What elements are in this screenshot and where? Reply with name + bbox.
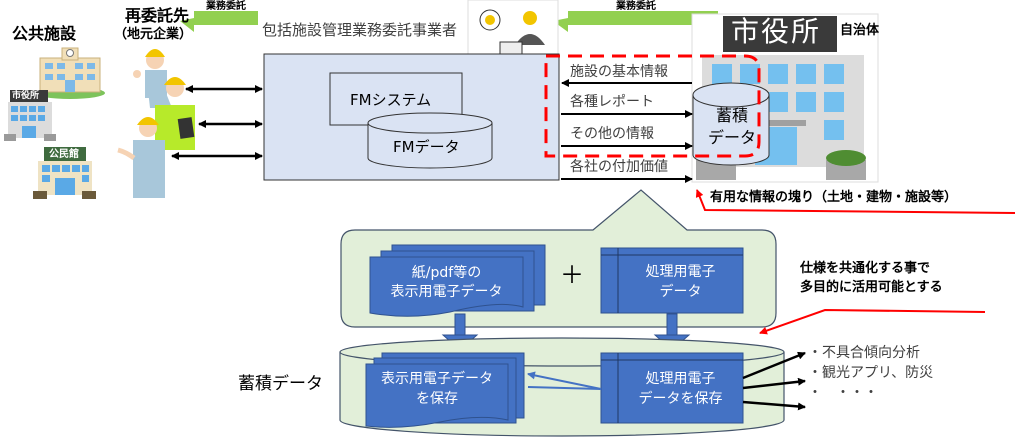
use-item: ・不具合傾向分析 (808, 345, 920, 361)
saved-proc-line2: データを保存 (638, 391, 723, 407)
fm-data-label: FMデータ (393, 138, 460, 156)
shared-info-region (544, 54, 761, 158)
outsource-label-left: 業務委託 (206, 1, 246, 12)
flow-label-added-value: 各社の付加価値 (570, 159, 668, 175)
worker-pointing-icon (117, 117, 165, 198)
saved-display-line1: 表示用電子データ (381, 371, 493, 387)
saved-display-line2: を保存 (416, 391, 458, 407)
subcontractor-subtitle: （地元企業） (114, 27, 193, 42)
outsource-label-right: 業務委託 (616, 1, 656, 12)
storage-title: 蓄積データ (238, 374, 323, 394)
outsource-arrow-right (553, 11, 718, 32)
school-building-icon (35, 47, 105, 99)
call-center-operator-icon (467, 0, 559, 56)
common-spec-line2: 多目的に活用可能とする (800, 280, 943, 295)
municipality-label: 自治体 (840, 23, 880, 38)
useful-info-callout: 有用な情報の塊り（土地・建物・施設等） (710, 190, 958, 205)
common-spec-pointer (759, 308, 986, 335)
worker-thumbs-up-icon (133, 49, 172, 108)
community-center-building-icon (33, 147, 96, 199)
link-arrow (527, 371, 602, 390)
link-line (527, 386, 602, 390)
processing-data-box (600, 247, 744, 314)
community-center-sign: 公民館 (49, 149, 79, 160)
saved-proc-line1: 処理用電子 (645, 371, 716, 387)
municipality-sign-text: 市役所 (731, 15, 822, 48)
fm-data-cylinder (367, 112, 493, 169)
doc-label-line1: 紙/pdf等の (411, 265, 482, 281)
subcontractor-title: 再委託先 (125, 6, 190, 25)
use-arrow (742, 377, 806, 390)
municipality-sign (723, 16, 837, 52)
outsource-arrow-left (180, 11, 258, 32)
city-hall-sign: 市役所 (12, 91, 40, 101)
saved-processing-data-box (600, 352, 744, 424)
proc-label-line2: データ (659, 284, 702, 300)
saved-display-document-stack (365, 352, 525, 428)
worker-tablet-icon (155, 77, 195, 150)
use-item: ・観光アプリ、防災 (808, 365, 934, 381)
use-arrow (742, 400, 806, 411)
plus-sign: ＋ (560, 261, 584, 289)
flow-label-other-info: その他の情報 (570, 126, 654, 142)
doc-label-line2: 表示用電子データ (390, 284, 503, 300)
display-document-stack (369, 244, 546, 317)
public-facilities-title: 公共施設 (12, 24, 77, 43)
proc-label-line1: 処理用電子 (645, 264, 716, 280)
use-item: ・ ・・・ (808, 385, 878, 401)
flow-label-reports: 各種レポート (570, 94, 654, 110)
city-hall-building-icon (4, 90, 56, 141)
flow-label-basic-info: 施設の基本情報 (570, 64, 668, 80)
useful-info-pointer (695, 189, 1016, 214)
use-arrow (742, 351, 806, 380)
storage-label-line1: 蓄積 (715, 106, 748, 125)
contractor-label: 包括施設管理業務委託事業者 (262, 21, 458, 39)
storage-label-line2: データ (707, 128, 756, 147)
fm-system-label: FMシステム (350, 91, 432, 109)
common-spec-line1: 仕様を共通化する事で (800, 261, 931, 276)
storage-data-cylinder (692, 82, 770, 166)
